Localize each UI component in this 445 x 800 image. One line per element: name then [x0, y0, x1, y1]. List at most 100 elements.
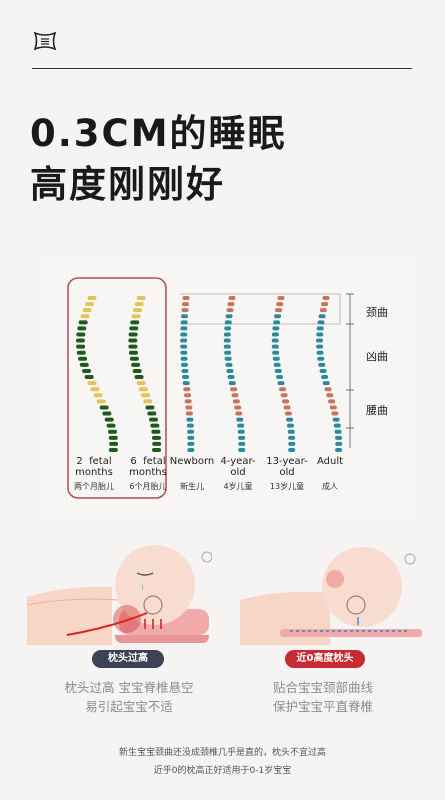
near-zero-pillow-tag: 近0高度枕头 [285, 650, 365, 668]
vertebra-mark [224, 320, 232, 325]
vertebra-mark [228, 381, 236, 386]
column-label-zh: 新生儿 [180, 482, 204, 491]
vertebra-mark [276, 302, 284, 307]
vertebra-mark [128, 332, 138, 337]
vertebra-mark [129, 326, 139, 331]
vertebra-mark [133, 308, 143, 313]
desc-line: 易引起宝宝不适 [85, 699, 173, 714]
vertebra-mark [82, 308, 92, 313]
vertebra-mark [272, 350, 280, 355]
vertebra-mark [108, 435, 118, 440]
vertebra-mark [223, 332, 231, 337]
vertebra-mark [185, 411, 193, 416]
spine-chart-svg [67, 277, 354, 499]
vertebra-mark [186, 423, 194, 428]
vertebra-mark [131, 362, 141, 367]
vertebra-mark [322, 381, 330, 386]
vertebra-mark [147, 411, 157, 416]
vertebra-mark [271, 338, 279, 343]
vertebra-mark [181, 302, 189, 307]
spine-development-chart: 2 fetal months 6 fetal months Newborn 4-… [40, 258, 415, 516]
vertebra-mark [277, 296, 285, 300]
vertebra-mark [288, 448, 296, 452]
vertebra-mark [331, 411, 339, 416]
vertebra-mark [238, 441, 246, 446]
vertebra-mark [228, 296, 236, 300]
vertebra-mark [225, 362, 233, 367]
vertebra-mark [149, 417, 159, 422]
column-label-13-year: 13-year- old [266, 456, 308, 478]
footer-note-line-2: 近乎0的枕高正好适用于0-1岁宝宝 [153, 766, 292, 776]
column-label-6-fetal: 6 fetal months [129, 456, 167, 478]
desc-line: 枕头过高 宝宝脊椎悬空 [64, 680, 194, 695]
vertebra-mark [271, 332, 279, 337]
region-label-chest: 凶曲 [366, 350, 388, 363]
vertebra-mark [287, 423, 295, 428]
pillow-too-high-illustration [27, 545, 212, 645]
vertebra-mark [180, 332, 188, 337]
vertebra-mark [237, 423, 245, 428]
vertebra-mark [107, 429, 117, 434]
vertebra-mark [321, 375, 329, 380]
vertebra-mark [77, 326, 87, 331]
vertebra-mark [109, 441, 119, 446]
vertebra-mark [104, 417, 114, 422]
vertebra-mark [93, 393, 103, 398]
vertebra-mark [274, 314, 282, 319]
vertebra-mark [321, 302, 329, 307]
column-label-zh: 4岁儿童 [223, 482, 253, 491]
vertebra-mark [78, 356, 88, 361]
vertebra-mark [180, 326, 188, 331]
vertebra-mark [82, 368, 92, 373]
column-label-zh: 13岁儿童 [269, 482, 305, 491]
vertebra-mark [317, 356, 325, 361]
vertebra-mark [283, 405, 291, 410]
vertebra-mark [182, 381, 190, 386]
vertebra-mark [180, 320, 188, 325]
vertebra-mark [87, 296, 97, 300]
vertebra-mark [152, 448, 162, 452]
vertebra-mark [136, 296, 146, 300]
vertebra-mark [106, 423, 116, 428]
vertebra-mark [333, 423, 341, 428]
vertebra-mark [150, 423, 160, 428]
vertebra-mark [102, 411, 112, 416]
vertebra-mark [328, 399, 336, 404]
desc-line: 贴合宝宝颈部曲线 [272, 680, 373, 695]
vertebra-mark [274, 368, 282, 373]
vertebra-mark [129, 356, 139, 361]
vertebra-mark [227, 302, 235, 307]
vertebra-mark [227, 375, 235, 380]
pillow-too-high-tag: 枕头过高 [92, 650, 164, 668]
vertebra-mark [318, 362, 326, 367]
vertebra-mark [96, 399, 106, 404]
vertebra-mark [128, 350, 138, 355]
vertebra-mark [236, 417, 244, 422]
vertebra-mark [319, 368, 327, 373]
vertebra-mark [187, 429, 195, 434]
vertebra-mark [182, 375, 190, 380]
vertebra-mark [181, 368, 189, 373]
vertebra-mark [329, 405, 337, 410]
vertebra-mark [232, 399, 240, 404]
column-label-4-year: 4-year- old [220, 456, 256, 478]
vertebra-mark [181, 314, 189, 319]
vertebra-mark [234, 405, 242, 410]
vertebra-mark [277, 381, 285, 386]
vertebra-mark [275, 308, 283, 313]
vertebra-mark [99, 405, 109, 410]
vertebra-mark [224, 326, 232, 331]
vertebra-mark [316, 338, 324, 343]
vertebra-mark [335, 448, 343, 452]
vertebra-mark [335, 441, 343, 446]
pillow-too-high-description: 枕头过高 宝宝脊椎悬空 易引起宝宝不适 [58, 678, 200, 716]
column-label-zh: 6个月胎儿 [129, 482, 167, 491]
vertebra-mark [134, 302, 144, 307]
vertebra-mark [78, 320, 88, 325]
vertebra-mark [238, 435, 246, 440]
vertebra-mark [184, 399, 192, 404]
vertebra-mark [286, 417, 294, 422]
vertebra-mark [183, 387, 191, 392]
column-label-zh: 成人 [322, 482, 338, 491]
vertebra-mark [272, 326, 280, 331]
